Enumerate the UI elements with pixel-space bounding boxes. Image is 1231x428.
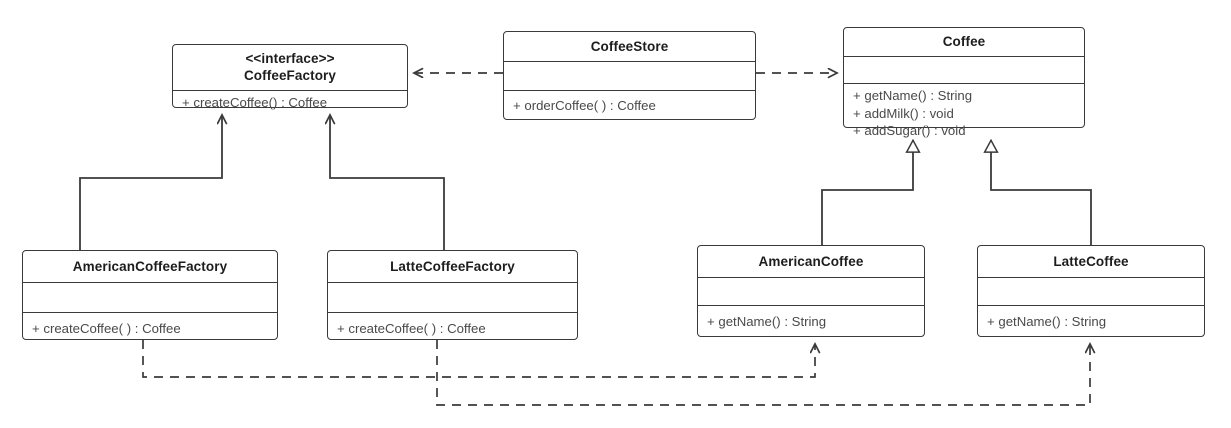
class-box-latte-coffee[interactable]: LatteCoffee + getName() : String	[977, 245, 1205, 337]
class-methods-latte-coffee: + getName() : String	[978, 306, 1204, 331]
class-attributes-coffee-store	[504, 62, 755, 90]
compartment-divider	[23, 312, 277, 313]
class-methods-coffee-factory: + createCoffee() : Coffee	[173, 91, 407, 112]
class-methods-coffee-store: + orderCoffee( ) : Coffee	[504, 91, 755, 115]
compartment-divider	[328, 312, 577, 313]
compartment-divider	[23, 282, 277, 283]
method-item: + createCoffee( ) : Coffee	[337, 321, 486, 336]
class-attributes-latte-coffee-factory	[328, 283, 577, 312]
class-box-coffee-factory[interactable]: <<interface>> CoffeeFactory + createCoff…	[172, 44, 408, 110]
class-title-coffee-factory: <<interface>> CoffeeFactory	[173, 45, 407, 84]
compartment-divider	[978, 277, 1204, 278]
class-name-american-coffee-factory: AmericanCoffeeFactory	[72, 259, 228, 274]
method-item: + getName() : String	[987, 314, 1107, 329]
class-attributes-coffee	[844, 57, 1084, 83]
method-item: + createCoffee( ) : Coffee	[32, 321, 181, 336]
class-attributes-american-coffee	[698, 278, 924, 305]
edge-americancoffee-extends-coffee	[821, 138, 921, 245]
class-methods-american-coffee: + getName() : String	[698, 306, 924, 331]
class-stereotype-coffee-factory: <<interface>>	[245, 51, 335, 66]
edge-americanfactory-implements-factory	[79, 115, 222, 250]
compartment-divider	[173, 90, 407, 91]
edge-lattefactory-implements-factory	[330, 115, 445, 250]
class-methods-coffee: + getName() : String + addMilk() : void …	[844, 84, 1084, 140]
class-name-latte-coffee-factory: LatteCoffeeFactory	[390, 259, 515, 274]
method-item: + createCoffee() : Coffee	[182, 95, 328, 110]
class-box-latte-coffee-factory[interactable]: LatteCoffeeFactory + createCoffee( ) : C…	[327, 250, 578, 340]
compartment-divider	[328, 282, 577, 283]
compartment-divider	[504, 90, 755, 91]
class-name-coffee-factory: CoffeeFactory	[243, 68, 337, 83]
method-item: + getName() : String	[707, 314, 827, 329]
edge-lattefactory-creates-lattecoffee	[436, 340, 1090, 406]
class-methods-latte-coffee-factory: + createCoffee( ) : Coffee	[328, 313, 577, 338]
method-item: + addMilk() : void	[853, 105, 954, 121]
method-item: + getName() : String	[853, 88, 973, 103]
method-item: + orderCoffee( ) : Coffee	[513, 98, 656, 113]
method-item: + addSugar() : void	[853, 123, 966, 138]
class-box-coffee[interactable]: Coffee + getName() : String + addMilk() …	[843, 27, 1085, 138]
compartment-divider	[698, 277, 924, 278]
class-box-american-coffee[interactable]: AmericanCoffee + getName() : String	[697, 245, 925, 337]
class-attributes-american-coffee-factory	[23, 283, 277, 312]
class-name-coffee: Coffee	[942, 34, 986, 49]
class-name-latte-coffee: LatteCoffee	[1053, 254, 1129, 269]
compartment-divider	[844, 56, 1084, 57]
edge-lattecoffee-extends-coffee	[983, 138, 1092, 245]
class-name-coffee-store: CoffeeStore	[590, 39, 669, 54]
edge-americanfactory-creates-americancoffee	[142, 340, 815, 378]
class-attributes-latte-coffee	[978, 278, 1204, 305]
class-box-american-coffee-factory[interactable]: AmericanCoffeeFactory + createCoffee( ) …	[22, 250, 278, 340]
class-name-american-coffee: AmericanCoffee	[758, 254, 864, 269]
compartment-divider	[504, 61, 755, 62]
class-box-coffee-store[interactable]: CoffeeStore + orderCoffee( ) : Coffee	[503, 31, 756, 120]
compartment-divider	[844, 83, 1084, 84]
class-methods-american-coffee-factory: + createCoffee( ) : Coffee	[23, 313, 277, 338]
compartment-divider	[978, 305, 1204, 306]
compartment-divider	[698, 305, 924, 306]
